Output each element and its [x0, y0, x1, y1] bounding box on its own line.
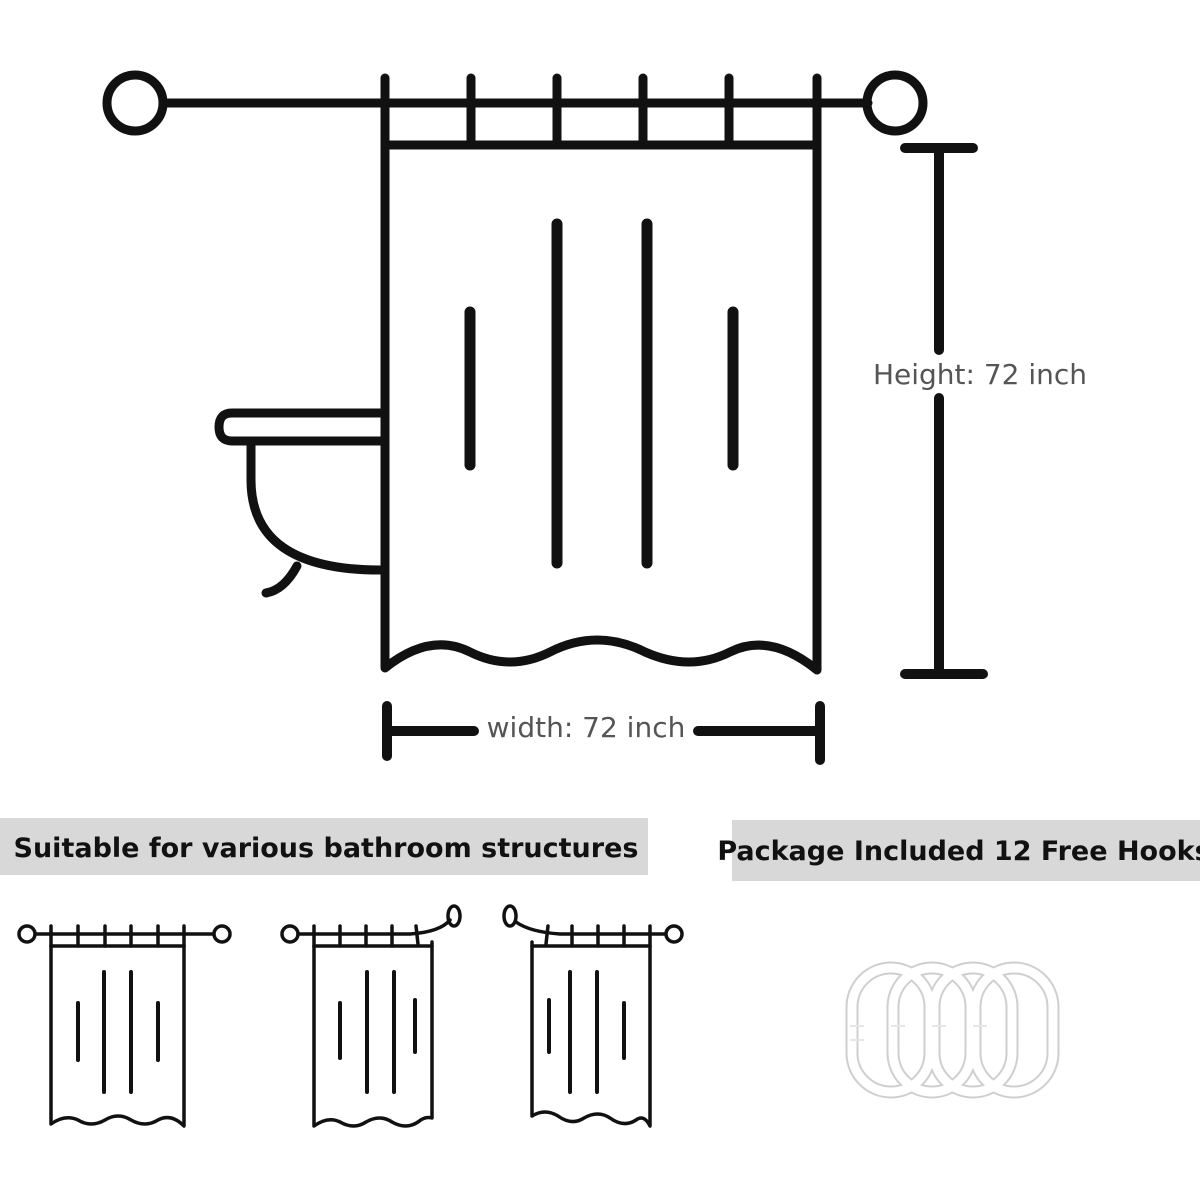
- width-label: width: 72 inch: [487, 711, 686, 744]
- width-dimension: width: 72 inch: [382, 701, 825, 765]
- curved-right-rod-curtain-icon: [280, 904, 462, 1128]
- height-dimension: Height: 72 inch: [873, 143, 1087, 679]
- height-label: Height: 72 inch: [873, 358, 1087, 391]
- curved-left-rod-curtain-icon: [502, 904, 684, 1128]
- package-banner: Package Included 12 Free Hooks: [717, 820, 1200, 881]
- main-curtain-illustration: [102, 70, 928, 675]
- curtain-grommets: [380, 73, 822, 150]
- shower-hooks-icon: [845, 961, 1060, 1099]
- shower-curtain-icon: [380, 140, 822, 675]
- curtain-rod-icon: [102, 70, 928, 136]
- structures-banner: Suitable for various bathroom structures: [0, 818, 648, 875]
- structures-banner-text: Suitable for various bathroom structures: [14, 833, 639, 864]
- straight-rod-curtain-icon: [17, 924, 232, 1128]
- package-banner-text: Package Included 12 Free Hooks: [717, 836, 1200, 867]
- bathtub-icon: [214, 408, 385, 598]
